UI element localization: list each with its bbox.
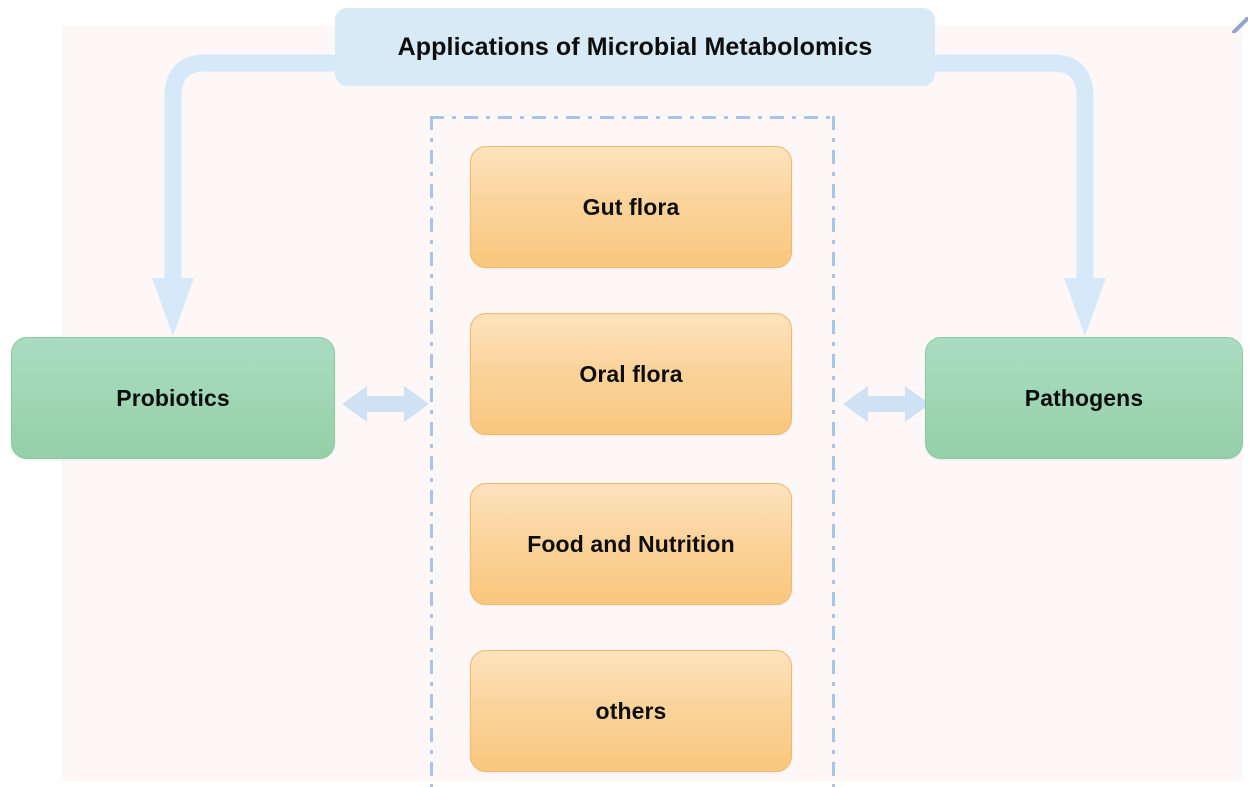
diagram-title-banner: Applications of Microbial Metabolomics xyxy=(335,8,935,86)
node-food-and-nutrition-label: Food and Nutrition xyxy=(527,530,735,557)
node-gut-flora-label: Gut flora xyxy=(582,193,680,220)
node-pathogens-label: Pathogens xyxy=(1024,384,1144,411)
group-frame-left-edge xyxy=(430,116,433,787)
group-frame-top-edge xyxy=(430,116,835,119)
node-others[interactable]: others xyxy=(470,650,792,772)
elbow-arrow-title-to-pathogens xyxy=(934,54,1106,336)
node-probiotics-label: Probiotics xyxy=(116,384,230,411)
double-arrow-categories-pathogens xyxy=(843,386,930,422)
node-oral-flora-label: Oral flora xyxy=(579,360,683,387)
node-oral-flora[interactable]: Oral flora xyxy=(470,313,792,435)
node-others-label: others xyxy=(595,697,667,724)
elbow-arrow-title-to-probiotics xyxy=(152,54,336,336)
node-probiotics[interactable]: Probiotics xyxy=(11,337,335,459)
node-food-and-nutrition[interactable]: Food and Nutrition xyxy=(470,483,792,605)
node-gut-flora[interactable]: Gut flora xyxy=(470,146,792,268)
group-frame-right-edge xyxy=(832,116,835,787)
double-arrow-probiotics-categories xyxy=(342,386,429,422)
node-pathogens[interactable]: Pathogens xyxy=(925,337,1243,459)
diagram-title-label: Applications of Microbial Metabolomics xyxy=(397,32,873,61)
